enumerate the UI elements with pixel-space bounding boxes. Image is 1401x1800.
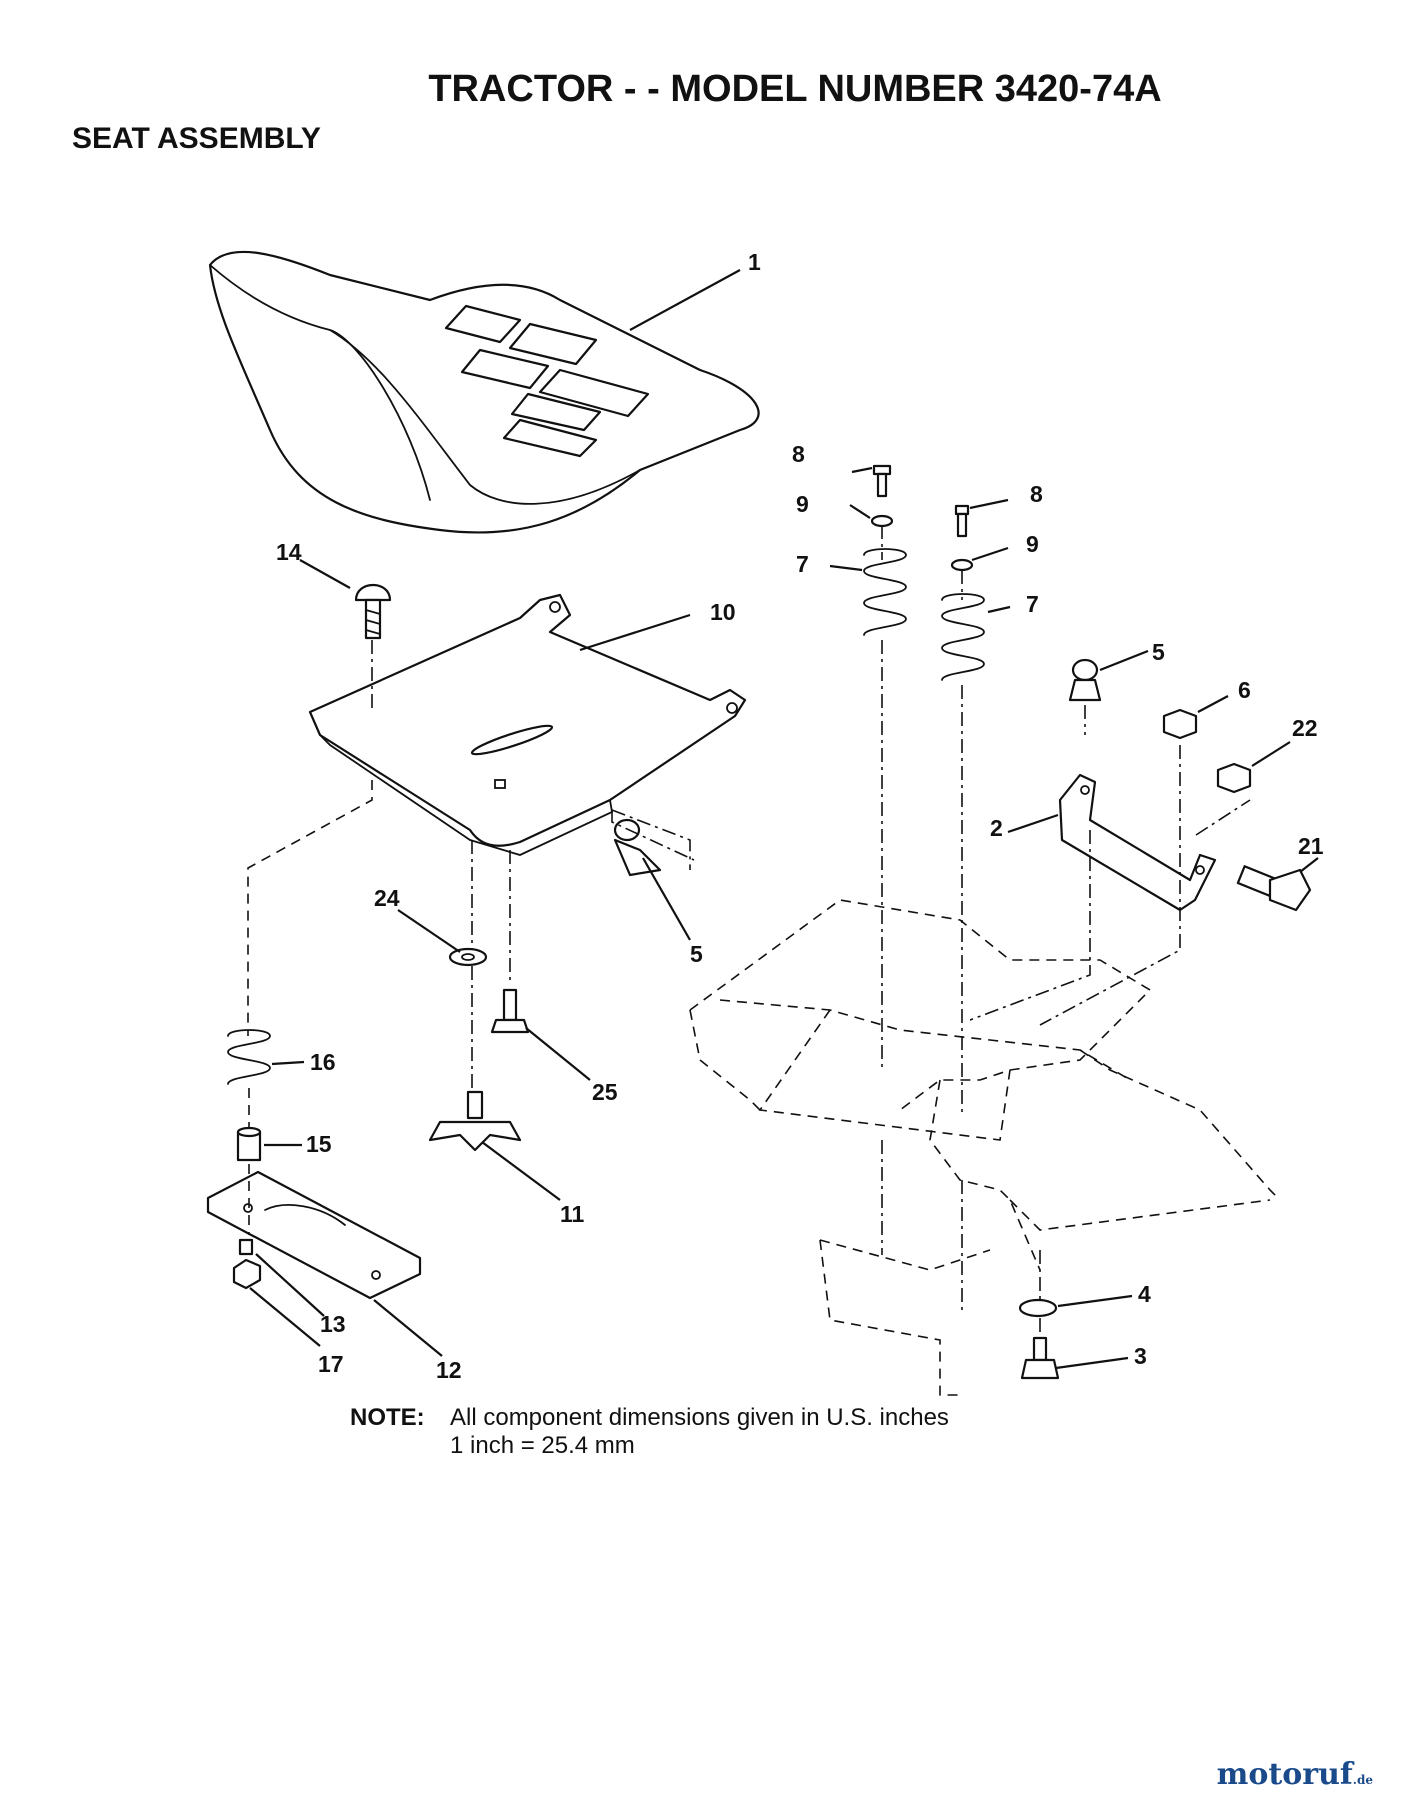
callout-12: 12 [436,1357,462,1383]
nut-6[interactable] [1162,708,1198,740]
callout-8-right: 8 [1030,481,1043,507]
seat-knob[interactable] [428,1090,522,1152]
callout-1: 1 [748,249,761,275]
note-label: NOTE: [350,1404,425,1431]
seat-pads [444,304,650,458]
callout-10: 10 [710,599,736,625]
leader-lines [249,269,1319,1370]
section-title: SEAT ASSEMBLY [72,122,321,155]
callout-4: 4 [1138,1281,1151,1307]
callout-11: 11 [560,1201,585,1227]
callout-13: 13 [320,1311,346,1337]
bolt-13[interactable] [238,1238,254,1256]
callout-3: 3 [1134,1343,1147,1369]
watermark-brand: motoruf [1216,1757,1353,1792]
callout-5-upper: 5 [1152,639,1165,665]
note-line-2: 1 inch = 25.4 mm [450,1432,635,1459]
shoulder-bolt[interactable] [1236,865,1312,912]
seat-pan[interactable] [308,593,747,856]
callout-14: 14 [276,539,302,565]
callout-21: 21 [1298,833,1324,859]
callout-17: 17 [318,1351,344,1377]
callout-8-left: 8 [792,441,805,467]
callout-9-left: 9 [796,491,809,517]
washer-upper-right[interactable] [950,558,974,572]
callout-labels: 1 8 9 7 8 9 7 14 10 5 6 22 2 21 5 24 25 … [276,249,1324,1383]
nut-22[interactable] [1216,762,1252,794]
mount-plate[interactable] [206,1170,422,1300]
page-title: TRACTOR - - MODEL NUMBER 3420-74A [428,68,1162,110]
spring-16[interactable] [227,1029,271,1085]
clip-lower[interactable] [613,818,662,877]
watermark-tld: .de [1352,1773,1373,1787]
callout-7-left: 7 [796,551,809,577]
spring-left[interactable] [863,548,907,636]
assembly-lines [247,525,1251,1336]
callout-2: 2 [990,815,1003,841]
callout-16: 16 [310,1049,336,1075]
callout-7-right: 7 [1026,591,1039,617]
bolt-3[interactable] [1020,1336,1060,1380]
fender-outline [689,899,1281,1396]
callout-22: 22 [1292,715,1318,741]
shoulder-bolt-25[interactable] [490,988,530,1034]
bolt-upper-right[interactable] [954,504,970,538]
seat-mount-bracket[interactable] [1058,773,1217,912]
washer-4[interactable] [1018,1298,1058,1318]
clip-upper[interactable] [1068,658,1102,702]
bolt-upper-left[interactable] [872,464,892,498]
callout-24: 24 [374,885,400,911]
watermark-logo: motoruf.de [1217,1757,1373,1792]
seat[interactable] [208,250,760,534]
nut-17[interactable] [232,1258,262,1290]
bushing-15[interactable] [236,1126,262,1162]
washer-upper-left[interactable] [870,514,894,528]
callout-5-lower: 5 [690,941,703,967]
note-line-1: All component dimensions given in U.S. i… [450,1404,949,1431]
callout-15: 15 [306,1131,332,1157]
dimension-note: NOTE: All component dimensions given in U… [350,1404,949,1460]
callout-6: 6 [1238,677,1251,703]
callout-25: 25 [592,1079,618,1105]
carriage-bolt[interactable] [354,584,392,640]
callout-9-right: 9 [1026,531,1039,557]
washer-24[interactable] [448,947,488,967]
spring-right[interactable] [941,593,985,681]
